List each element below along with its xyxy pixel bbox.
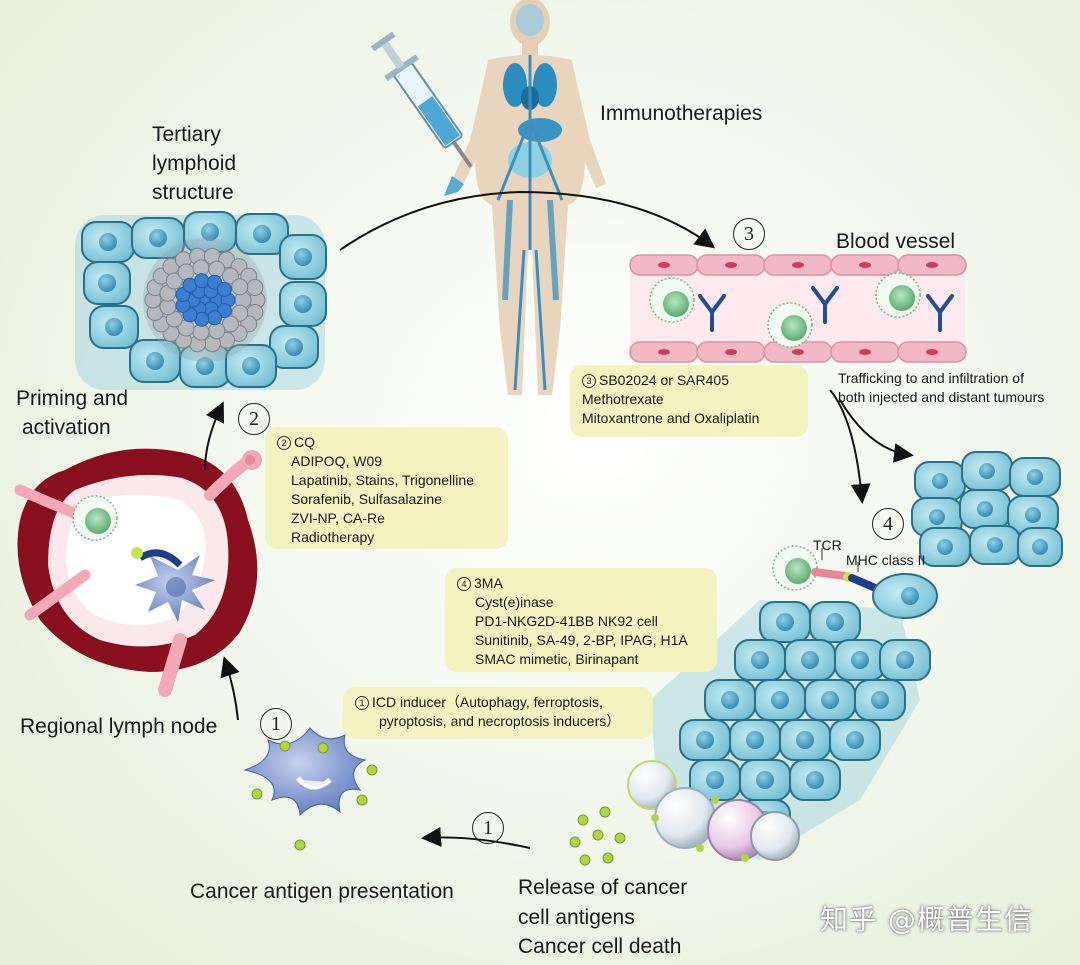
- antibody-icon: [698, 286, 954, 332]
- label-blood-vessel: Blood vessel: [836, 230, 956, 253]
- step-number-4: 4: [872, 508, 904, 540]
- label-antigen-presentation: Cancer antigen presentation: [190, 880, 454, 903]
- box-marker: 1: [355, 696, 369, 710]
- label-tls-line2: lymphoid: [152, 152, 237, 175]
- label-tls-line3: structure: [152, 181, 234, 204]
- label-release-line2: cell antigens: [518, 906, 635, 929]
- drug-line: ICD inducer（Autophagy, ferroptosis,: [372, 694, 603, 710]
- label-immunotherapies: Immunotherapies: [600, 102, 763, 125]
- drug-line: Radiotherapy: [291, 529, 375, 545]
- t-cell: [649, 277, 695, 323]
- step-number-3: 3: [733, 218, 765, 250]
- box-marker: 2: [277, 436, 291, 450]
- drug-line: Mitoxantrone and Oxaliplatin: [582, 410, 760, 426]
- drug-line: CQ: [294, 434, 315, 450]
- label-tcr: TCR: [813, 537, 842, 553]
- label-regional-lymph-node: Regional lymph node: [20, 715, 218, 738]
- drug-line: Methotrexate: [582, 391, 664, 407]
- t-cell: [767, 302, 813, 348]
- label-tls-line1: Tertiary: [152, 123, 221, 146]
- primary-tumour: [627, 600, 931, 862]
- watermark: 知乎 @概普生信: [820, 903, 1033, 936]
- blood-vessel: [629, 254, 967, 363]
- drug-line: ZVI-NP, CA-Re: [291, 510, 385, 526]
- drug-line: pyroptosis, and necroptosis inducers）: [379, 713, 621, 729]
- dendritic-cell: [243, 727, 378, 851]
- tcr-mhc-interaction: [772, 545, 938, 619]
- drug-line: SB02024 or SAR405: [599, 372, 729, 388]
- drug-line: Cyst(e)inase: [475, 594, 554, 610]
- lymph-node: [14, 448, 262, 697]
- b-cell-cluster: [144, 247, 266, 353]
- step-number-2: 2: [238, 403, 270, 435]
- label-release-line1: Release of cancer: [518, 876, 688, 899]
- distant-tumour: [911, 451, 1063, 567]
- tertiary-lymphoid-structure: [75, 211, 327, 390]
- label-mhc-class-ii: MHC class II: [846, 552, 926, 568]
- human-body-icon: [444, 0, 606, 395]
- label-trafficking-line2: both injected and distant tumours: [838, 389, 1045, 405]
- step-number-1-lymph-node: 1: [260, 708, 292, 740]
- syringe-icon: [370, 31, 473, 168]
- drug-line: 3MA: [474, 575, 503, 591]
- label-trafficking-line1: Trafficking to and infiltration of: [838, 370, 1024, 386]
- box-marker: 3: [582, 374, 596, 388]
- drug-line: Lapatinib, Stains, Trigonelline: [291, 472, 474, 488]
- t-cell: [875, 272, 921, 318]
- released-antigens: [569, 806, 626, 866]
- drug-line: Sorafenib, Sulfasalazine: [291, 491, 442, 507]
- box-marker: 4: [457, 577, 471, 591]
- label-priming-line1: Priming and: [16, 387, 129, 410]
- label-release-line3: Cancer cell death: [518, 935, 682, 958]
- drug-line: Sunitinib, SA-49, 2-BP, IPAG, H1A: [475, 632, 688, 648]
- step-number-1-release: 1: [472, 812, 504, 844]
- drug-line: PD1-NKG2D-41BB NK92 cell: [475, 613, 658, 629]
- cycle-arrows: [204, 190, 914, 849]
- t-cell-core: [175, 273, 236, 327]
- label-priming-line2: activation: [22, 416, 111, 439]
- drug-line: SMAC mimetic, Birinapant: [475, 651, 639, 667]
- drug-line: ADIPOQ, W09: [291, 453, 383, 469]
